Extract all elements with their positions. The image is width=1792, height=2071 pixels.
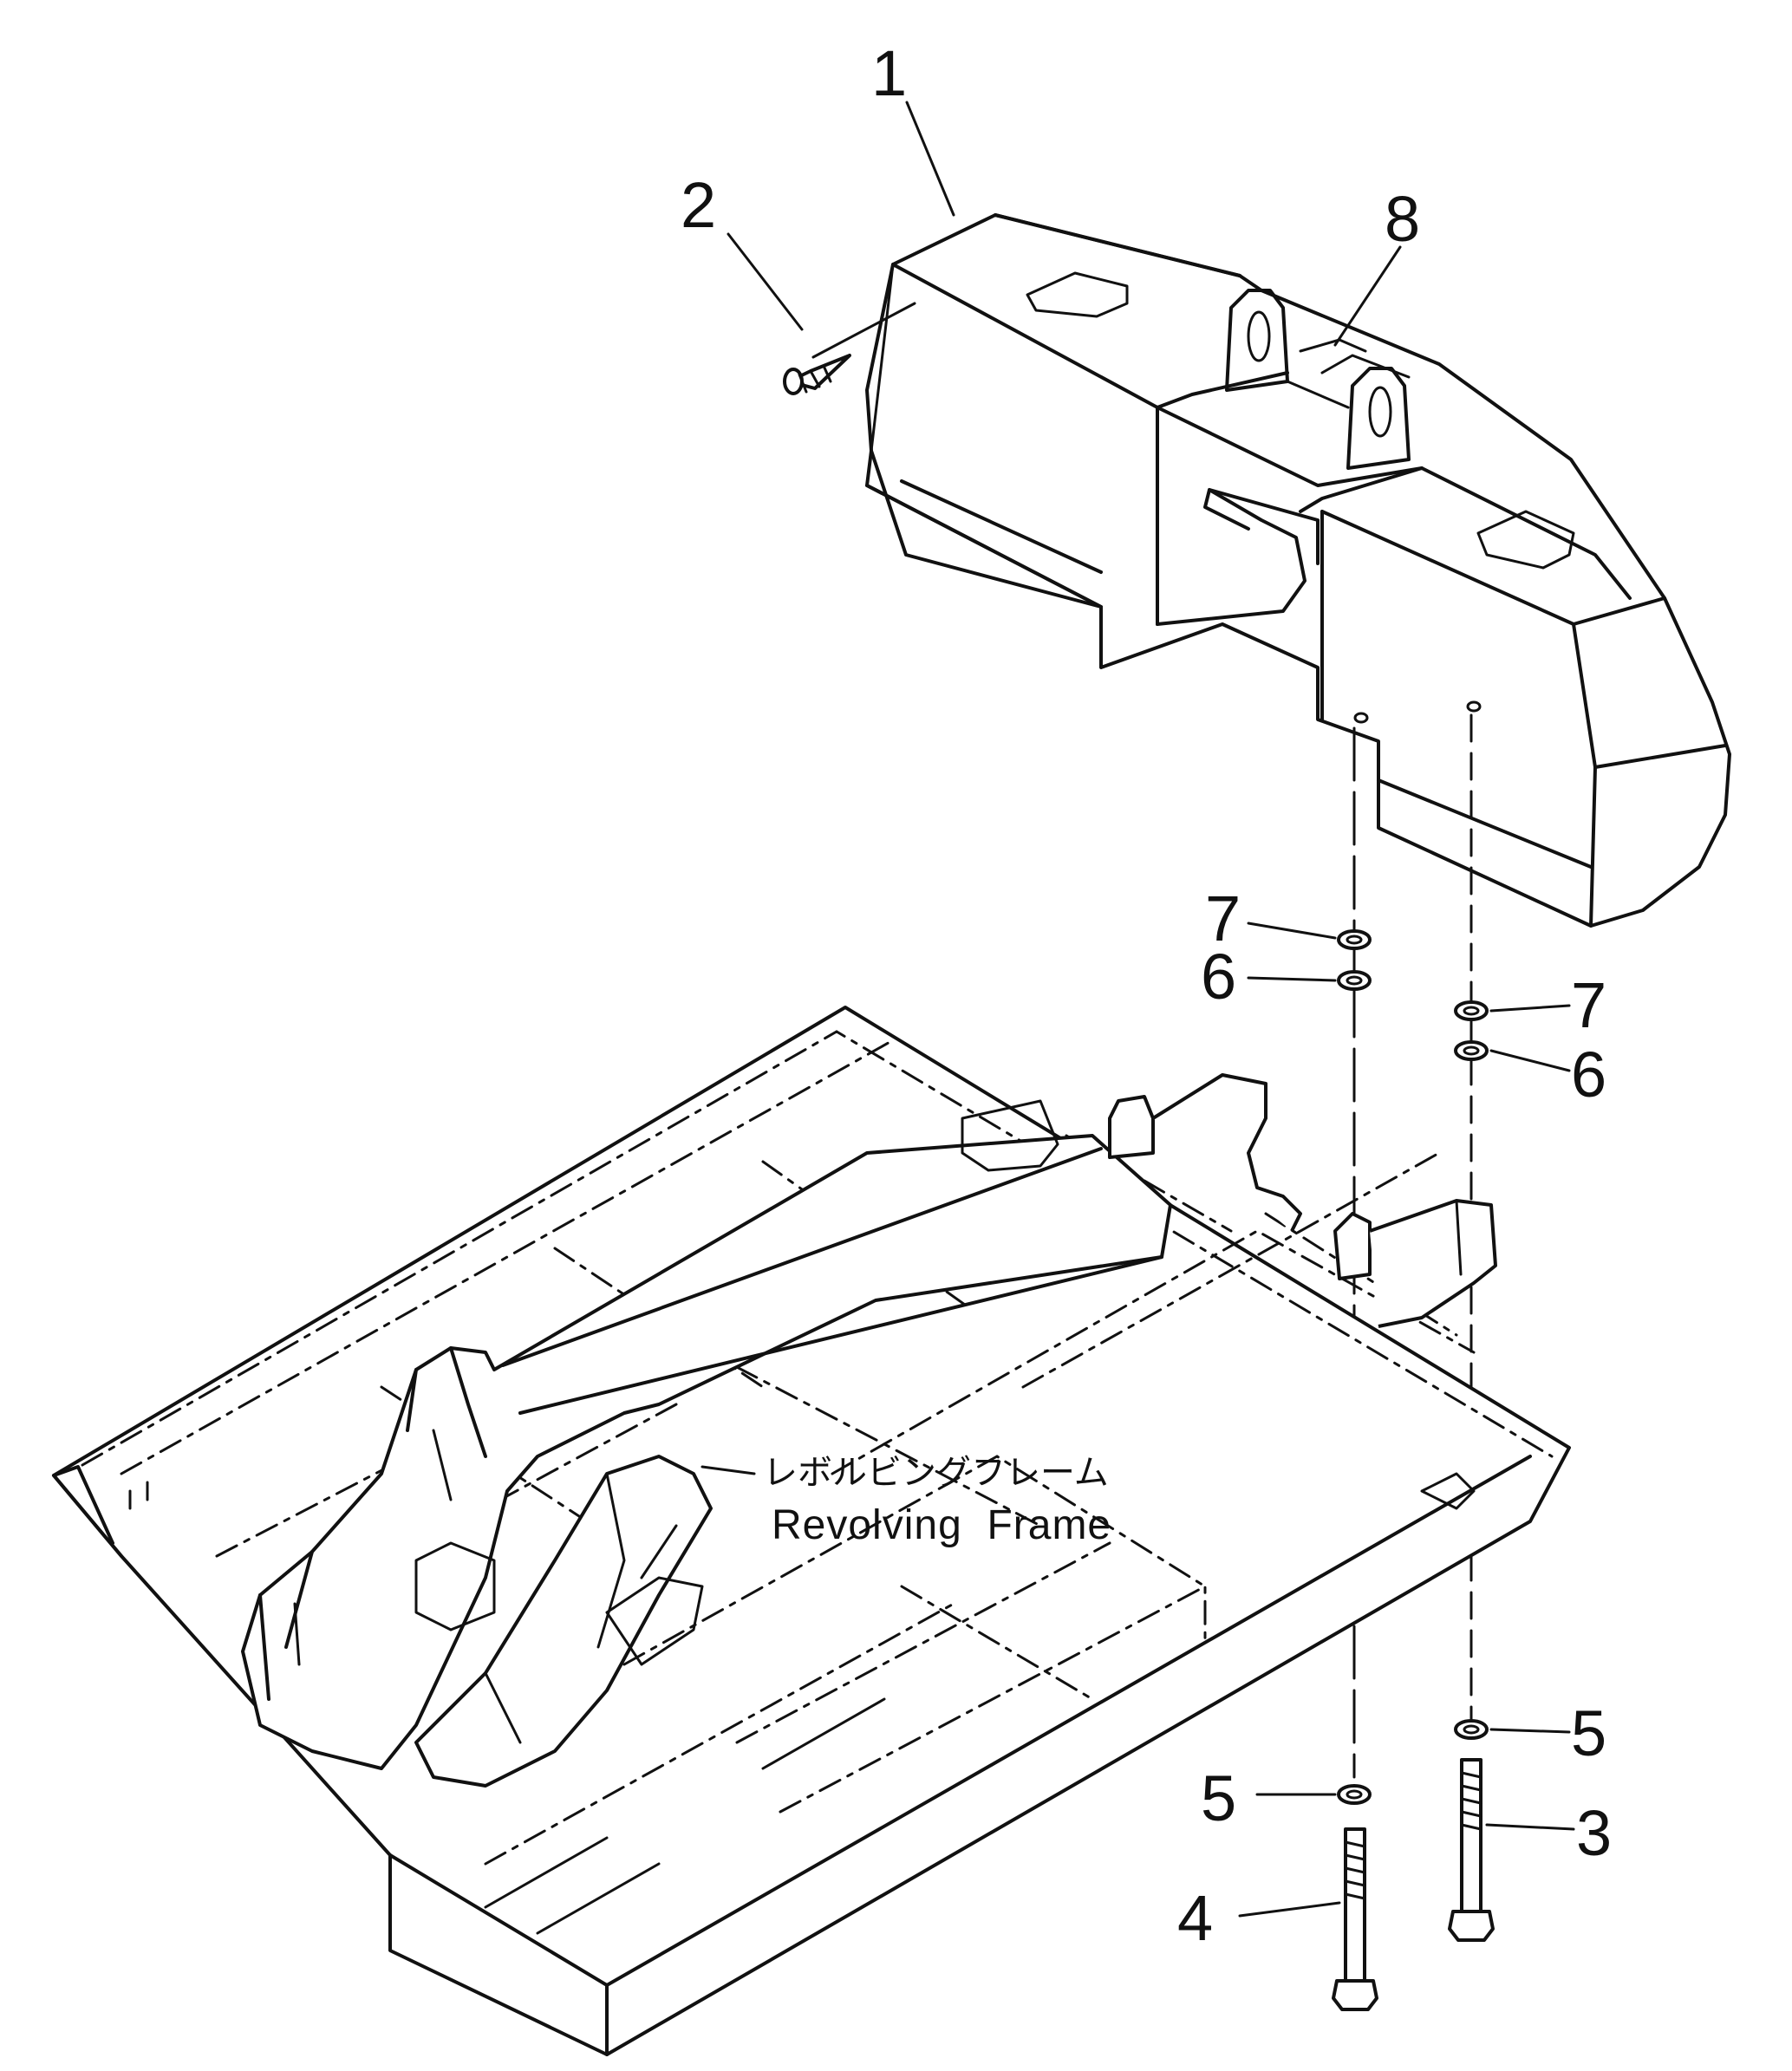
callout-2: 2 — [681, 169, 716, 241]
callout-7-left: 7 — [1205, 882, 1241, 954]
frame-label-english: Revolving Frame — [772, 1502, 1111, 1548]
frame-label-japanese: レボルビングフレーム — [763, 1453, 1109, 1493]
callout-4: 4 — [1177, 1882, 1213, 1954]
washer-6-right — [1454, 1040, 1489, 1061]
bolts — [783, 338, 1495, 2011]
callout-5-left: 5 — [1201, 1762, 1236, 1834]
counterweight-part — [865, 213, 1731, 928]
screw-2 — [783, 354, 851, 395]
callout-labels: 1 2 8 7 6 7 6 5 5 3 4 — [681, 37, 1612, 1954]
washer-6-left — [1337, 970, 1372, 991]
leader-lines — [701, 101, 1575, 1918]
callout-7-right: 7 — [1571, 969, 1606, 1041]
washer-7-right — [1454, 1000, 1489, 1021]
bolt-3 — [1448, 1758, 1495, 1942]
callout-1: 1 — [871, 37, 907, 109]
washer-5-right — [1454, 1719, 1489, 1740]
callout-8: 8 — [1385, 183, 1420, 255]
washers — [1337, 929, 1489, 1805]
callout-6-left: 6 — [1201, 941, 1236, 1013]
bolt-4 — [1332, 1827, 1378, 2011]
callout-6-right: 6 — [1571, 1039, 1606, 1110]
frame-label: レボルビングフレーム Revolving Frame — [763, 1453, 1111, 1548]
callout-3: 3 — [1576, 1797, 1612, 1869]
callout-5-right: 5 — [1571, 1697, 1606, 1769]
washer-7-left — [1337, 929, 1372, 950]
washer-5-left — [1337, 1784, 1372, 1805]
revolving-frame — [52, 1006, 1571, 2056]
